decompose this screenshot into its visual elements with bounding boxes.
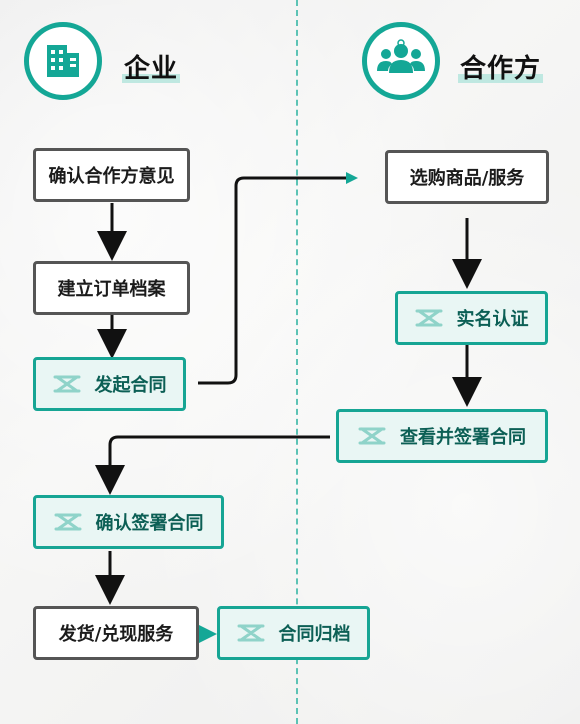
step-confirm-sign: 确认签署合同 bbox=[33, 495, 224, 549]
signature-icon bbox=[358, 426, 386, 446]
step-initiate-contract: 发起合同 bbox=[33, 357, 186, 411]
step-confirm-opinion: 确认合作方意见 bbox=[33, 148, 190, 202]
partner-badge bbox=[362, 22, 440, 100]
people-group-icon bbox=[377, 39, 425, 73]
signature-icon bbox=[415, 308, 443, 328]
partner-title: 合作方 bbox=[458, 54, 544, 84]
step-real-name: 实名认证 bbox=[395, 291, 548, 345]
step-archive: 合同归档 bbox=[217, 606, 370, 660]
building-icon bbox=[47, 45, 79, 77]
signature-icon bbox=[237, 623, 265, 643]
enterprise-badge bbox=[24, 22, 102, 100]
step-view-sign: 查看并签署合同 bbox=[336, 409, 548, 463]
step-select-goods: 选购商品/服务 bbox=[385, 150, 549, 204]
step-create-order: 建立订单档案 bbox=[33, 261, 190, 315]
signature-icon bbox=[54, 512, 82, 532]
enterprise-title: 企业 bbox=[122, 54, 181, 84]
signature-icon bbox=[53, 374, 81, 394]
step-deliver: 发货/兑现服务 bbox=[33, 606, 199, 660]
